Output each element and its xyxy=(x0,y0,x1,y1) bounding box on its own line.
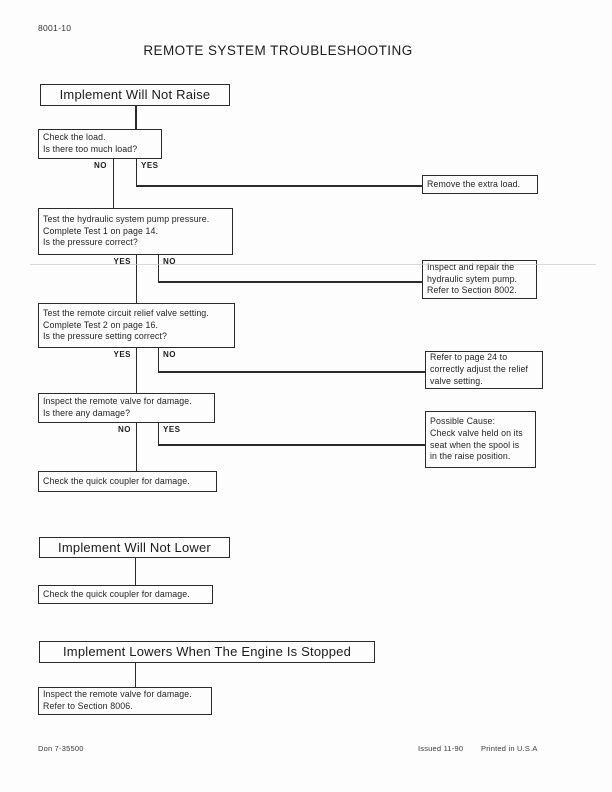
box-text-line: Complete Test 1 on page 14. xyxy=(43,225,159,236)
connector-line xyxy=(157,347,160,373)
decision-box-check-load: Check the load. Is there too much load? xyxy=(38,129,162,159)
box-text-line: seat when the spool is xyxy=(430,439,520,450)
connector-line xyxy=(134,557,137,586)
header-box-implement-will-not-raise: Implement Will Not Raise xyxy=(40,84,230,106)
branch-label-yes: YES xyxy=(113,257,131,266)
result-box-repair-pump: Inspect and repair the hydraulic sytem p… xyxy=(422,260,537,299)
header-text: Implement Will Not Lower xyxy=(58,539,211,555)
branch-label-no: NO xyxy=(94,161,107,170)
box-text-line: Refer to page 24 to xyxy=(430,352,508,363)
page-title: REMOTE SYSTEM TROUBLESHOOTING xyxy=(143,43,413,58)
connector-line xyxy=(135,422,138,472)
result-box-inspect-remote-valve: Inspect the remote valve for damage. Ref… xyxy=(38,687,212,715)
branch-label-no: NO xyxy=(163,257,176,266)
header-text: Implement Will Not Raise xyxy=(59,87,211,102)
branch-label-no: NO xyxy=(163,350,176,359)
box-text-line: Refer to Section 8006. xyxy=(43,701,133,711)
connector-line xyxy=(134,662,137,688)
box-text-line: Complete Test 2 on page 16. xyxy=(43,319,159,330)
box-text-line: Inspect the remote valve for damage. xyxy=(43,689,192,700)
box-text-line: Possible Cause: xyxy=(430,415,496,426)
connector-line xyxy=(157,444,426,446)
page-number: 8001-10 xyxy=(38,23,72,33)
result-box-remove-extra-load: Remove the extra load. xyxy=(422,175,538,194)
box-text-line: Is the pressure correct? xyxy=(43,237,138,248)
branch-label-yes: YES xyxy=(163,425,181,434)
box-text-line: Check the quick coupler for damage. xyxy=(43,475,190,486)
box-text-line: Is the pressure setting correct? xyxy=(43,331,167,342)
box-text-line: Test the hydraulic system pump pressure. xyxy=(43,213,210,224)
box-text-line: Refer to Section 8002. xyxy=(427,285,517,296)
connector-line xyxy=(135,158,138,187)
connector-line xyxy=(112,158,115,209)
header-box-implement-will-not-lower: Implement Will Not Lower xyxy=(39,537,230,558)
connector-line xyxy=(157,371,426,373)
connector-line xyxy=(157,281,423,283)
result-box-check-quick-coupler-2: Check the quick coupler for damage. xyxy=(38,585,213,604)
box-text-line: correctly adjust the relief xyxy=(430,364,529,375)
header-box-implement-lowers-engine-stopped: Implement Lowers When The Engine Is Stop… xyxy=(39,641,375,663)
footer-form-number: Don 7-35500 xyxy=(38,744,84,753)
result-box-adjust-relief-valve: Refer to page 24 to correctly adjust the… xyxy=(425,351,543,389)
box-text-line: hydraulic sytem pump. xyxy=(427,273,518,284)
connector-line xyxy=(135,254,138,304)
box-text-line: Check the quick coupler for damage. xyxy=(43,588,190,599)
branch-label-yes: YES xyxy=(141,161,159,170)
footer-issued: Issued 11-90 xyxy=(418,744,464,753)
box-text-line: Is there any damage? xyxy=(43,408,131,418)
result-box-check-quick-coupler: Check the quick coupler for damage. xyxy=(38,471,217,492)
box-text-line: Is there too much load? xyxy=(43,144,138,154)
box-text-line: valve setting. xyxy=(430,375,483,386)
scan-artifact-line xyxy=(30,264,596,265)
box-text-line: Test the remote circuit relief valve set… xyxy=(43,307,209,318)
box-text-line: in the raise position. xyxy=(430,451,511,462)
decision-box-relief-valve-setting: Test the remote circuit relief valve set… xyxy=(38,303,235,348)
box-text-line: Check valve held on its xyxy=(430,427,523,438)
connector-line xyxy=(135,347,138,394)
header-text: Implement Lowers When The Engine Is Stop… xyxy=(62,644,352,659)
connector-line xyxy=(157,422,160,446)
branch-label-yes: YES xyxy=(113,350,131,359)
connector-line xyxy=(157,254,160,283)
result-box-possible-cause: Possible Cause: Check valve held on its … xyxy=(425,411,536,468)
box-text-line: Inspect and repair the xyxy=(427,261,515,272)
connector-line xyxy=(135,105,137,130)
decision-box-remote-valve-damage: Inspect the remote valve for damage. Is … xyxy=(38,393,215,423)
box-text-line: Inspect the remote valve for damage. xyxy=(43,396,192,407)
connector-line xyxy=(135,185,423,187)
footer-printed: Printed in U.S.A xyxy=(481,744,538,753)
branch-label-no: NO xyxy=(118,425,131,434)
box-text-line: Remove the extra load. xyxy=(427,178,521,189)
box-text-line: Check the load. xyxy=(43,132,106,143)
decision-box-pump-pressure: Test the hydraulic system pump pressure.… xyxy=(38,208,233,255)
